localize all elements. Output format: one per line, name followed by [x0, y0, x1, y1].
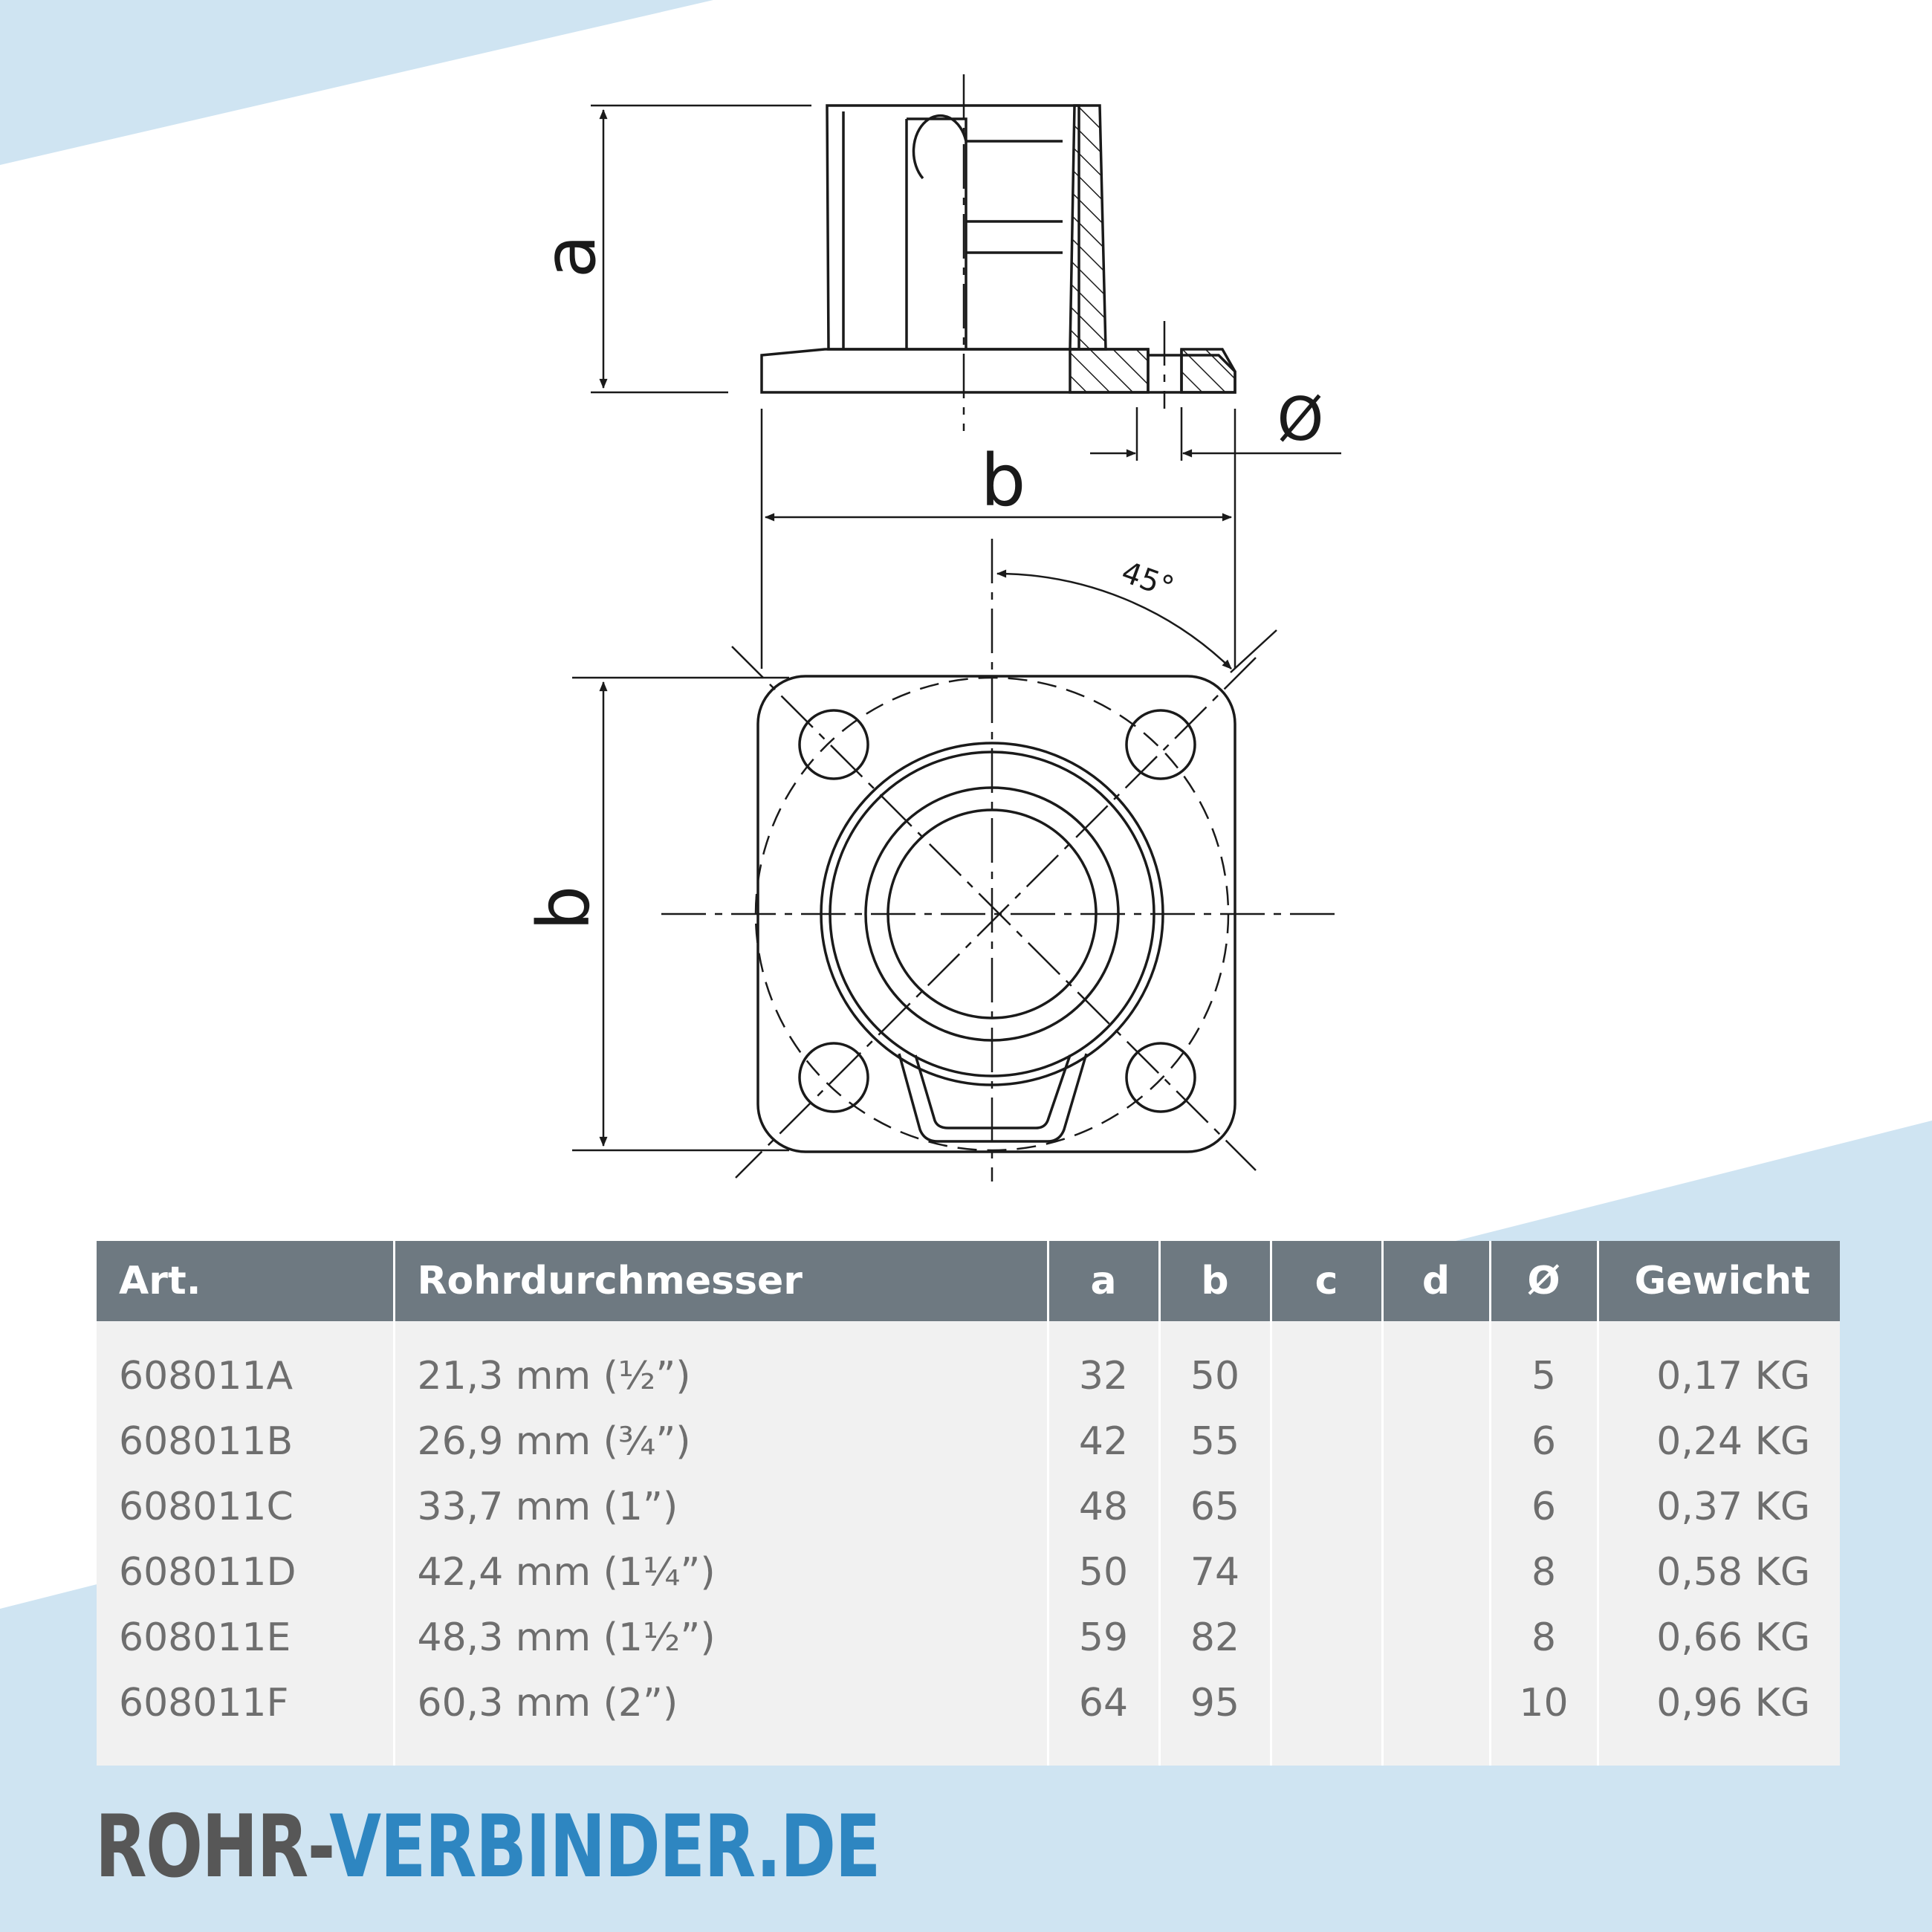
hole-top-right [1125, 709, 1196, 780]
header-a: a [1048, 1241, 1161, 1321]
bolt-lug-inner [914, 1054, 1072, 1129]
cell-a: 32 [1048, 1321, 1161, 1409]
cell-b: 82 [1159, 1605, 1272, 1670]
cell-diameter: 6 [1490, 1474, 1599, 1540]
flange-hole [1147, 349, 1183, 392]
header-b: b [1159, 1241, 1272, 1321]
side-view [760, 104, 1236, 394]
cell-diameter: 10 [1490, 1670, 1599, 1766]
cell-gewicht: 0,58 KG [1598, 1540, 1840, 1605]
cell-art: 608011F [97, 1670, 395, 1766]
header-art: Art. [97, 1241, 395, 1321]
cell-c [1271, 1474, 1384, 1540]
cell-d [1382, 1474, 1491, 1540]
header-c: c [1271, 1241, 1384, 1321]
table-row: 608011B 26,9 mm (¾”) 42 55 6 0,24 KG [97, 1409, 1840, 1474]
cell-gewicht: 0,24 KG [1598, 1409, 1840, 1474]
cell-rohrdurchmesser: 48,3 mm (1½”) [394, 1605, 1049, 1670]
cell-rohrdurchmesser: 42,4 mm (1¼”) [394, 1540, 1049, 1605]
cell-a: 50 [1048, 1540, 1161, 1605]
cell-b: 95 [1159, 1670, 1272, 1766]
socket-outer [820, 742, 1164, 1086]
dimension-lines [572, 104, 1341, 1179]
bolt-lug [898, 1053, 1088, 1143]
label-angle: 45° [1117, 555, 1178, 605]
label-b-top: b [981, 439, 1026, 522]
cell-d [1382, 1409, 1491, 1474]
hole-top-left [798, 709, 869, 780]
top-view [754, 675, 1236, 1153]
cell-a: 48 [1048, 1474, 1161, 1540]
cell-c [1271, 1605, 1384, 1670]
cell-diameter: 8 [1490, 1540, 1599, 1605]
cell-d [1382, 1540, 1491, 1605]
table-row: 608011A 21,3 mm (½”) 32 50 5 0,17 KG [97, 1321, 1840, 1409]
table-row: 608011F 60,3 mm (2”) 64 95 10 0,96 KG [97, 1670, 1840, 1766]
table-row: 608011E 48,3 mm (1½”) 59 82 8 0,66 KG [97, 1605, 1840, 1670]
bolt-shank-lines [966, 140, 1063, 254]
top-left-band [0, 0, 713, 165]
technical-drawing: a b Ø b 45° [522, 74, 1341, 1181]
cell-d [1382, 1605, 1491, 1670]
spec-table: Art. Rohrdurchmesser a b c d Ø Gewicht 6… [97, 1241, 1840, 1766]
cell-rohrdurchmesser: 21,3 mm (½”) [394, 1321, 1049, 1409]
bolt-circle [754, 676, 1230, 1152]
cell-art: 608011B [97, 1409, 395, 1474]
header-gewicht: Gewicht [1598, 1241, 1840, 1321]
brand-part-2: VERBINDER.DE [329, 1797, 881, 1897]
header-rohrdurchmesser: Rohrdurchmesser [394, 1241, 1049, 1321]
table-row: 608011C 33,7 mm (1”) 48 65 6 0,37 KG [97, 1474, 1840, 1540]
hatched-flange-left [1069, 348, 1150, 394]
dimension-labels: a b Ø b 45° [522, 235, 1323, 931]
cell-a: 64 [1048, 1670, 1161, 1766]
hatched-wall [1069, 104, 1107, 351]
cell-art: 608011D [97, 1540, 395, 1605]
table-header-row: Art. Rohrdurchmesser a b c d Ø Gewicht [97, 1241, 1840, 1321]
cell-rohrdurchmesser: 26,9 mm (¾”) [394, 1409, 1049, 1474]
label-diameter: Ø [1277, 385, 1324, 454]
cell-art: 608011E [97, 1605, 395, 1670]
socket-inner [886, 808, 1098, 1020]
angle-arc [996, 569, 1232, 670]
flange-square [756, 675, 1236, 1153]
cell-gewicht: 0,96 KG [1598, 1670, 1840, 1766]
brand-logo: ROHR-VERBINDER.DE [95, 1797, 881, 1897]
cell-b: 50 [1159, 1321, 1272, 1409]
hatched-flange-right [1180, 348, 1236, 394]
cell-gewicht: 0,37 KG [1598, 1474, 1840, 1540]
header-d: d [1382, 1241, 1491, 1321]
cell-art: 608011A [97, 1321, 395, 1409]
cell-a: 59 [1048, 1605, 1161, 1670]
hole-bottom-right [1125, 1042, 1196, 1113]
cell-diameter: 8 [1490, 1605, 1599, 1670]
label-a: a [528, 235, 612, 279]
table-row: 608011D 42,4 mm (1¼”) 50 74 8 0,58 KG [97, 1540, 1840, 1605]
cell-gewicht: 0,17 KG [1598, 1321, 1840, 1409]
hole-bottom-left [798, 1042, 869, 1113]
cell-c [1271, 1409, 1384, 1474]
cell-a: 42 [1048, 1409, 1161, 1474]
cell-c [1271, 1321, 1384, 1409]
cell-d [1382, 1670, 1491, 1766]
cell-art: 608011C [97, 1474, 395, 1540]
cell-b: 74 [1159, 1540, 1272, 1605]
cell-c [1271, 1540, 1384, 1605]
bolt-head-profile [906, 114, 967, 349]
cell-b: 55 [1159, 1409, 1272, 1474]
cell-gewicht: 0,66 KG [1598, 1605, 1840, 1670]
socket-outer-2 [829, 751, 1155, 1077]
socket-mid [864, 786, 1120, 1042]
header-diameter: Ø [1490, 1241, 1599, 1321]
label-b-side: b [522, 886, 606, 931]
cell-c [1271, 1670, 1384, 1766]
cell-diameter: 6 [1490, 1409, 1599, 1474]
cell-b: 65 [1159, 1474, 1272, 1540]
cell-diameter: 5 [1490, 1321, 1599, 1409]
cell-rohrdurchmesser: 60,3 mm (2”) [394, 1670, 1049, 1766]
brand-part-1: ROHR- [95, 1797, 331, 1897]
socket-inner-face [842, 111, 908, 349]
cell-rohrdurchmesser: 33,7 mm (1”) [394, 1474, 1049, 1540]
cell-d [1382, 1321, 1491, 1409]
